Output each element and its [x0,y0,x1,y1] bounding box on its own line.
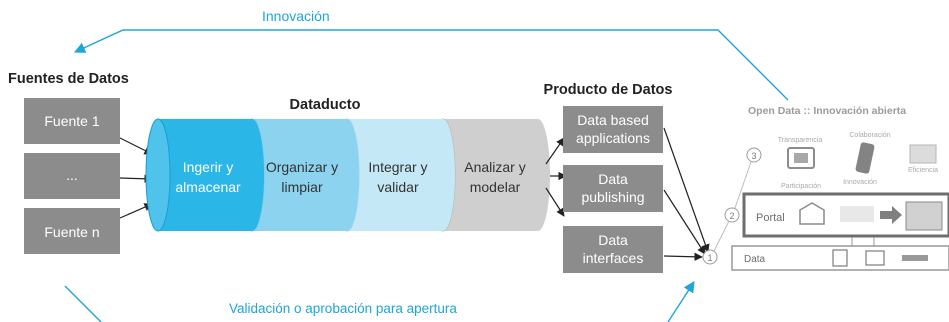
document-icon [832,249,848,267]
validation-line-right [667,281,695,322]
pipeline-arrow-1 [545,137,565,165]
open-data-graphic: Open Data :: Innovación abierta 3 2 1 Tr… [702,105,949,271]
product-arrow-1 [663,127,710,253]
source-box-1: Fuente 1 [24,98,120,144]
pipeline-title: Dataducto [290,97,361,113]
participation-label: Participación [781,183,821,190]
right-arrow-icon [880,206,902,224]
stage-label-line2: almacenar [175,179,241,195]
innovation-loop-line [73,29,789,101]
product-label-line1: Data [598,232,628,248]
monitor-icon [787,147,815,169]
source-label: ... [66,167,78,183]
product-arrow-2 [663,189,706,255]
pipeline-stage-1: Ingerir y almacenar [145,118,264,232]
stage-label-line2: modelar [470,179,521,195]
stage-label-line1: Analizar y [464,159,525,175]
pipeline-arrow-3 [545,187,565,217]
transparency-label: Transparencia [778,137,823,144]
step-number: 1 [707,253,712,263]
building-icon [799,202,825,225]
innovation-small-label: Innovación [843,179,877,186]
portal-label: Portal [756,212,785,224]
stage-label-line2: limpiar [281,179,323,195]
phone-icon [855,142,875,174]
source-label: Fuente 1 [44,113,99,129]
product-label-line1: Data based [577,112,649,128]
collaboration-label: Colaboración [849,132,890,139]
product-box-1: Data based applications [563,106,663,153]
source-label: Fuente n [44,224,99,240]
validation-label: Validación o aprobación para apertura [229,301,457,316]
validation-line-left [64,285,102,322]
innovation-label: Innovación [262,8,330,24]
stage-label-line2: validar [377,179,419,195]
product-label-line2: applications [576,130,650,146]
usb-icon [902,255,928,261]
step-circle-1 [702,249,718,265]
source-box-2: ... [24,153,120,199]
step-circle-3 [746,147,762,163]
product-box-2: Data publishing [563,165,663,212]
stage-label-line1: Organizar y [266,159,338,175]
folder-icon [865,250,885,266]
stage-label-line1: Integrar y [368,159,427,175]
source-box-3: Fuente n [24,208,120,254]
product-label-line1: Data [598,171,628,187]
efficiency-label: Eficiencia [908,167,938,174]
step-number: 3 [751,151,756,161]
products-title: Producto de Datos [544,82,673,98]
innovation-loop: Innovación [73,8,789,101]
product-label-line2: interfaces [583,250,644,266]
certificate-icon [909,144,937,164]
product-label-line2: publishing [581,189,644,205]
product-box-3: Data interfaces [563,226,663,273]
open-data-title: Open Data :: Innovación abierta [748,105,906,117]
text-block-icon [840,206,874,222]
sources-title: Fuentes de Datos [8,71,129,87]
data-label: Data [744,254,766,265]
stage-label-line1: Ingerir y [183,159,234,175]
source-arrow-3 [119,203,153,219]
step-number: 2 [729,211,734,221]
product-arrow-3 [663,252,703,261]
puzzle-icon [905,201,943,231]
step-circle-2 [724,207,740,223]
validation-loop: Validación o aprobación para apertura [64,281,695,322]
